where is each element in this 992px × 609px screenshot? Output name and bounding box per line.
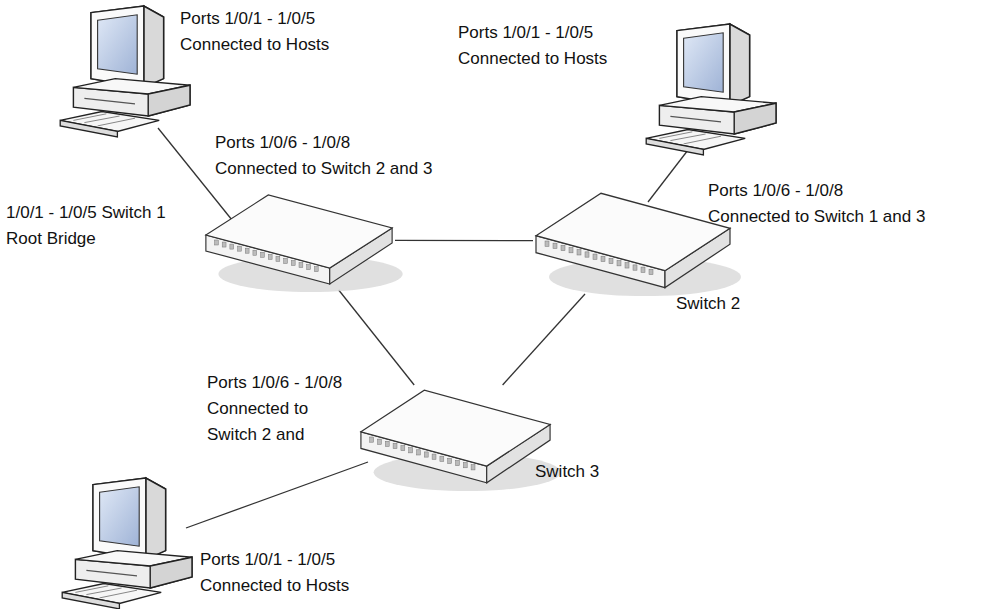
port-note: Ports 1/0/1 - 1/0/5 Connected to Hosts [180, 6, 329, 58]
switch-link [339, 290, 415, 385]
switch-label: 1/0/1 - 1/0/5 Switch 1 Root Bridge [6, 200, 166, 252]
host-computer [60, 6, 190, 137]
host-link [186, 462, 368, 528]
switch-link [503, 294, 585, 385]
host-computer [62, 478, 192, 609]
network-switch: Switch 2 [533, 188, 733, 294]
switch-link [395, 240, 533, 242]
host-computer [646, 24, 776, 155]
port-note: Ports 1/0/6 - 1/0/8 Connected to Switch … [207, 370, 342, 448]
switch-shape [533, 188, 733, 294]
port-note: Ports 1/0/1 - 1/0/5 Connected to Hosts [200, 547, 349, 599]
network-switch: Switch 3 [358, 385, 553, 489]
port-note: Ports 1/0/1 - 1/0/5 Connected to Hosts [458, 20, 607, 72]
switch-shape [203, 190, 395, 290]
port-note: Ports 1/0/6 - 1/0/8 Connected to Switch … [215, 130, 432, 182]
switch-label: Switch 2 [676, 291, 740, 317]
switch-label: Switch 3 [535, 459, 599, 485]
switch-shape [358, 385, 553, 489]
network-switch: 1/0/1 - 1/0/5 Switch 1 Root Bridge [203, 190, 395, 290]
host-link [648, 150, 688, 202]
port-note: Ports 1/0/6 - 1/0/8 Connected to Switch … [708, 178, 925, 230]
